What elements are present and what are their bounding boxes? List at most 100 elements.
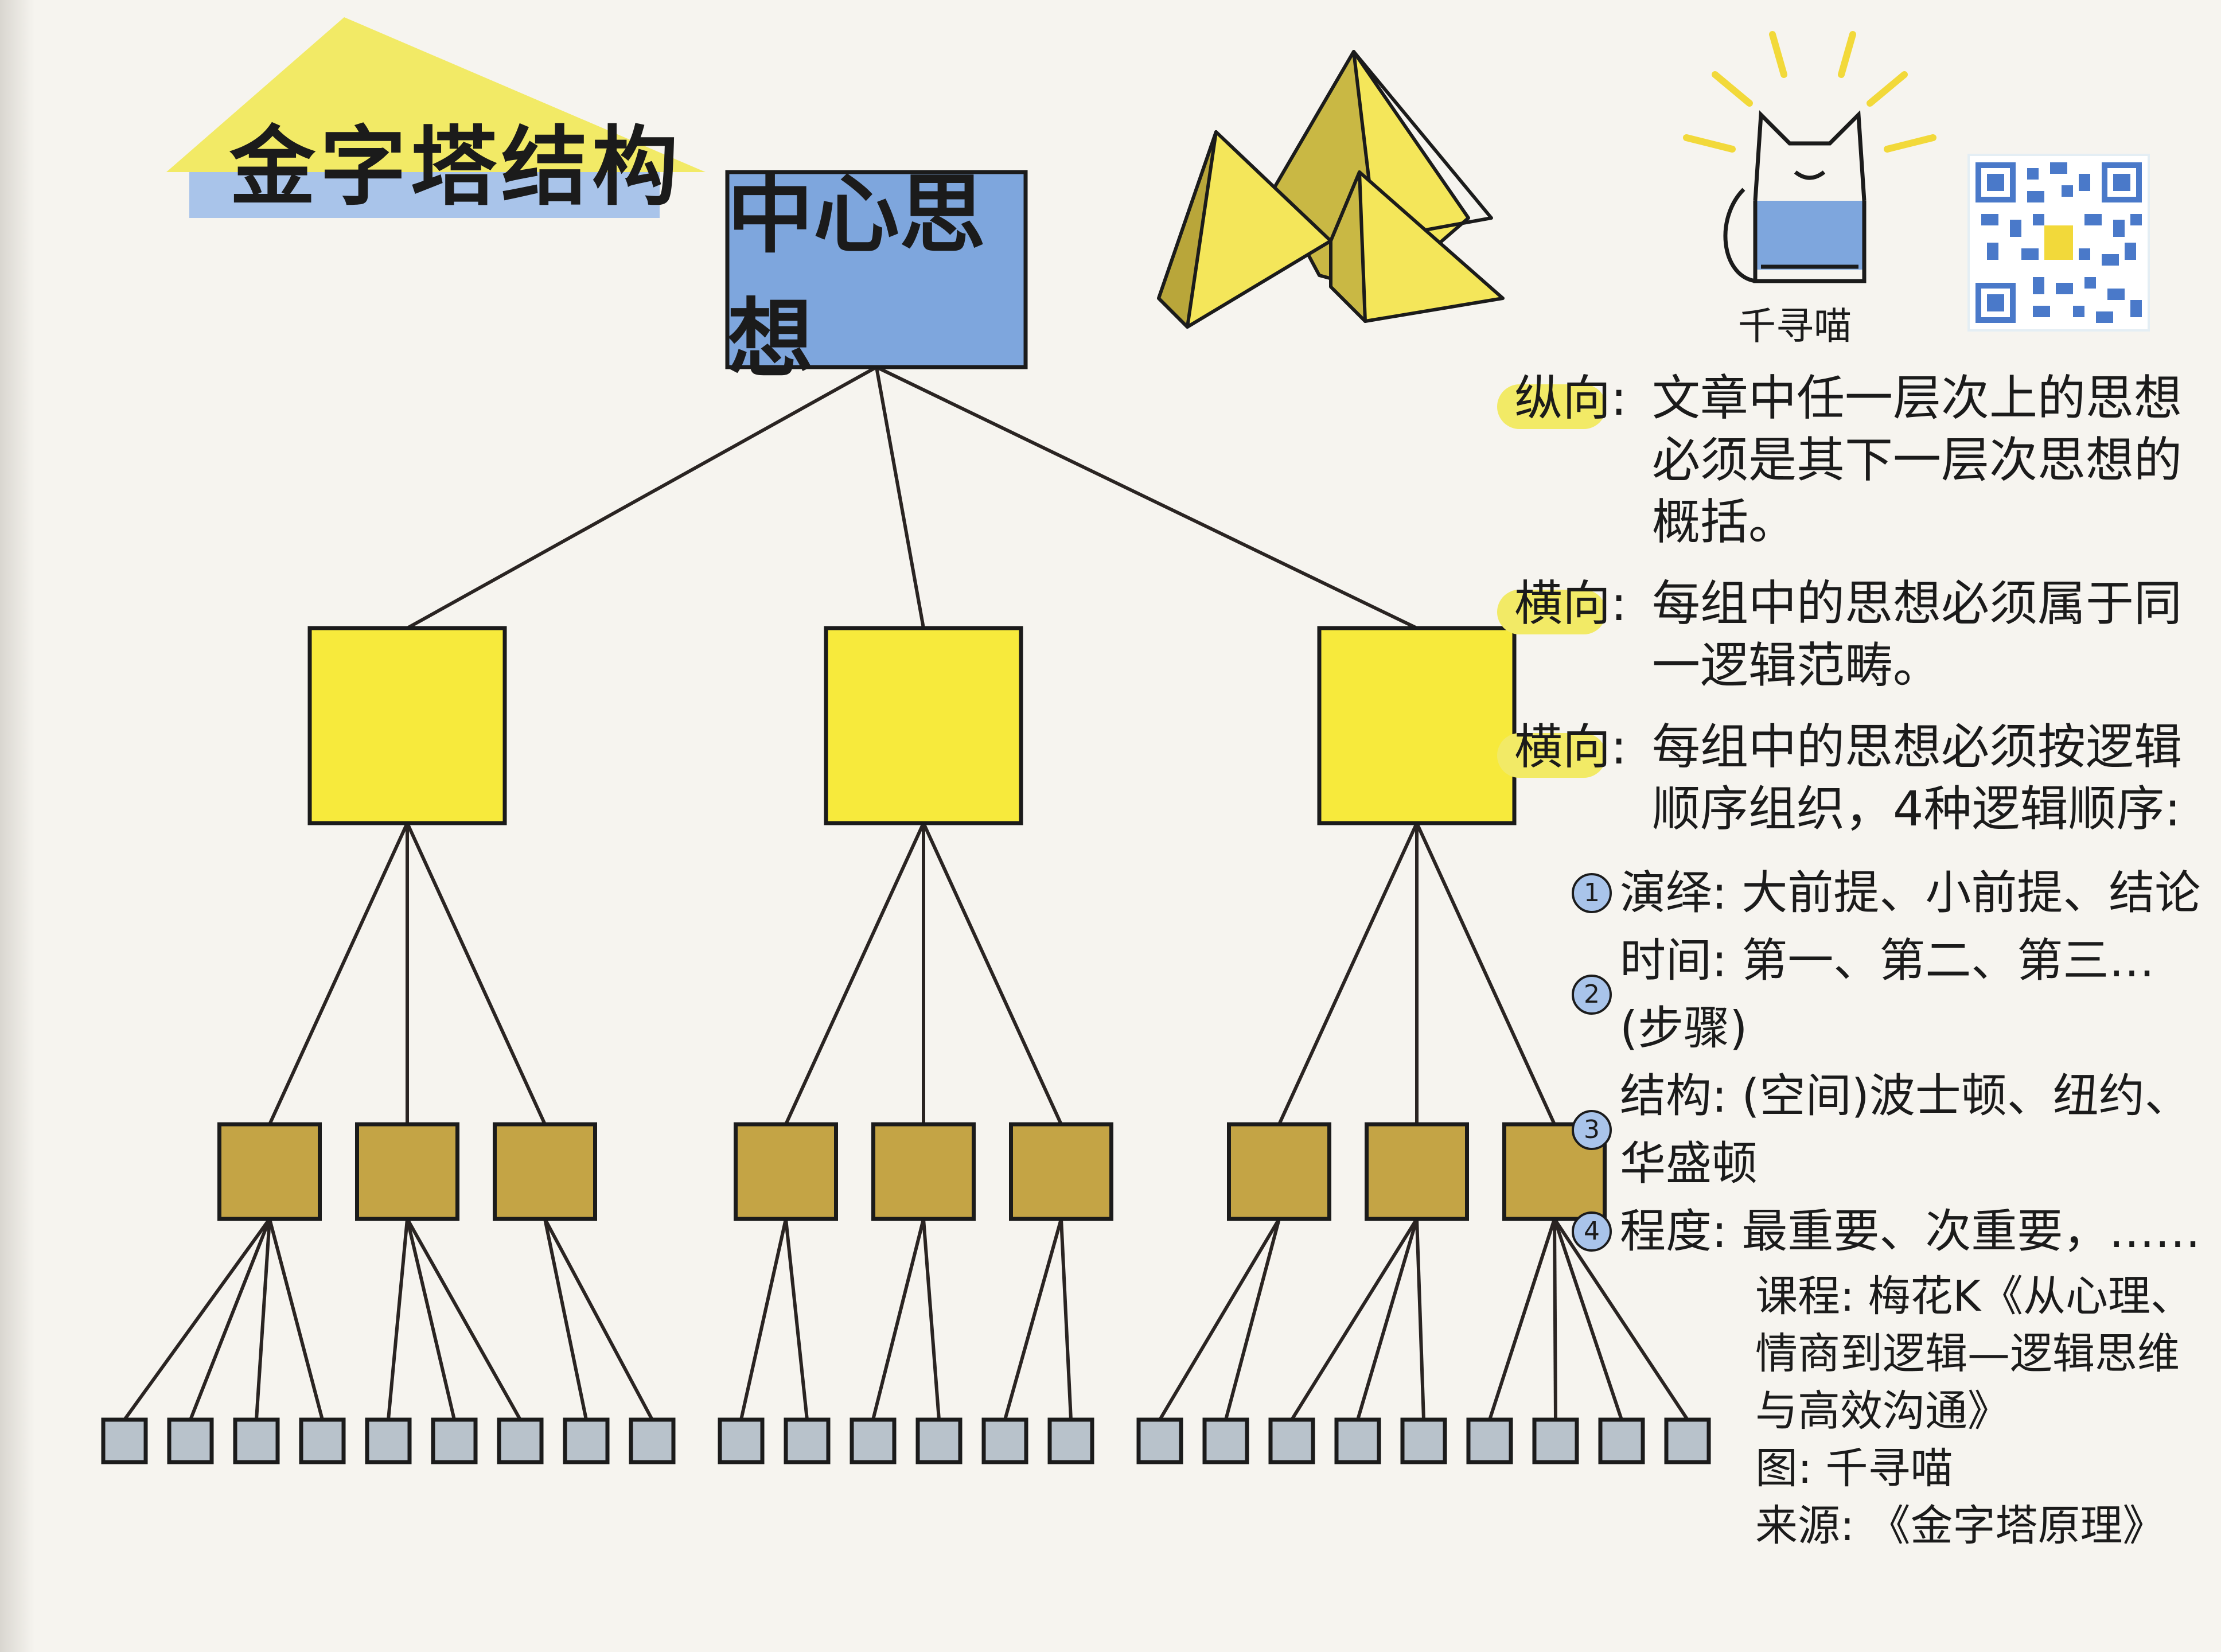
level3-node [629,1417,676,1464]
level3-node [850,1417,897,1464]
connector-line [543,1218,654,1421]
connector-line [784,822,925,1125]
connector-line [1003,1218,1063,1420]
level3-node [1664,1417,1711,1464]
number-badge: 4 [1572,1211,1612,1252]
level2-node [1227,1122,1331,1221]
level1-node [1317,626,1517,825]
note-key: 纵向 [1514,370,1611,426]
connector-line [1553,1218,1623,1420]
level1-node [307,626,507,825]
diagram-nodes [101,170,1711,1464]
number-badge: 1 [1572,873,1612,913]
connector-line [387,1218,409,1420]
connector-line [739,1218,788,1420]
connector-line [875,365,1418,630]
level3-node [981,1417,1028,1464]
title-highlight [166,17,706,218]
illustration-credit: 图: 千寻喵 [1755,1444,1953,1493]
pyramid-illustration [1157,50,1505,329]
level3-node [1047,1417,1094,1464]
note-text: 每组中的思想必须按逻辑顺序组织，4种逻辑顺序: [1652,719,2183,837]
connector-line [1488,1218,1556,1420]
center-node-label: 中心思想 [727,165,986,389]
level3-node [1466,1417,1513,1464]
list-item-text: 时间: 第一、第二、第三…(步骤) [1620,934,2155,1055]
level3-node [1202,1417,1249,1464]
qr-code [1967,154,2150,332]
connector-line [406,1218,456,1420]
credits: 课程: 梅花K《从心理、情商到逻辑—逻辑思维与高效沟通》 图: 千寻喵 来源: … [1755,1268,2208,1554]
connector-line [922,822,1063,1125]
connector-line [189,1218,271,1421]
connector-line [255,1218,271,1420]
connector-line [543,1218,588,1420]
connector-line [1553,1218,1689,1421]
level3-node [167,1417,214,1464]
connector-line [1158,1218,1281,1421]
mascot-name: 千寻喵 [1738,304,1852,348]
source-credit: 来源: 《金字塔原理》 [1755,1501,2165,1550]
connector-line [406,822,547,1125]
level3-node [299,1417,346,1464]
level2-node [1365,1122,1469,1221]
connector-line [922,1218,941,1420]
center-node [725,170,1028,369]
level3-node [233,1417,280,1464]
number-badge: 3 [1572,1110,1612,1150]
level2-node [493,1122,597,1221]
number-badge: 2 [1572,975,1612,1015]
connector-line [1356,1218,1419,1420]
principles-notes: 纵向: 文章中任一层次上的思想必须是其下一层次思想的概括。 横向: 每组中的思想… [1497,367,2203,1265]
level3-node [1532,1417,1579,1464]
level3-node [497,1417,544,1464]
connector-line [1290,1218,1419,1421]
level2-node [1009,1122,1113,1221]
connector-line [784,1218,809,1420]
level3-node [1334,1417,1381,1464]
list-item-text: 结构: (空间)波士顿、纽约、华盛顿 [1620,1069,2191,1190]
connector-line [268,1218,324,1420]
connector-line [1277,822,1419,1125]
connector-lines [123,365,1689,1421]
note-vertical: 纵向: 文章中任一层次上的思想必须是其下一层次思想的概括。 [1497,367,2203,553]
level3-node [784,1417,831,1464]
connector-line [1553,1218,1557,1420]
level2-node [217,1122,322,1221]
connector-line [123,1218,271,1421]
note-key: 横向 [1514,719,1611,775]
connector-line [268,822,409,1125]
connector-line [1415,1218,1425,1420]
paper-shadow [0,0,34,1652]
note-horizontal-2: 横向: 每组中的思想必须按逻辑顺序组织，4种逻辑顺序: [1497,716,2203,840]
note-horizontal-1: 横向: 每组中的思想必须属于同一逻辑范畴。 [1497,572,2203,696]
connector-line [1059,1218,1073,1420]
note-text: 每组中的思想必须属于同一逻辑范畴。 [1652,575,2183,693]
course-credit: 课程: 梅花K《从心理、情商到逻辑—逻辑思维与高效沟通》 [1755,1272,2193,1436]
level3-node [431,1417,478,1464]
level3-node [718,1417,765,1464]
note-text: 文章中任一层次上的思想必须是其下一层次思想的概括。 [1652,370,2183,550]
connector-line [871,1218,925,1420]
connector-line [875,367,925,629]
connector-line [406,1218,522,1421]
note-key: 横向 [1514,575,1611,632]
level2-node [871,1122,976,1221]
level3-node [1268,1417,1315,1464]
level3-node [1598,1417,1645,1464]
cat-mascot-icon [1683,31,1936,283]
level1-node [824,626,1023,825]
level3-node [101,1417,148,1464]
connector-line [1415,822,1556,1125]
level3-node [1400,1417,1447,1464]
level2-node [734,1122,838,1221]
connector-line [406,365,878,630]
level3-node [915,1417,963,1464]
page-title: 金字塔结构 [229,118,683,217]
